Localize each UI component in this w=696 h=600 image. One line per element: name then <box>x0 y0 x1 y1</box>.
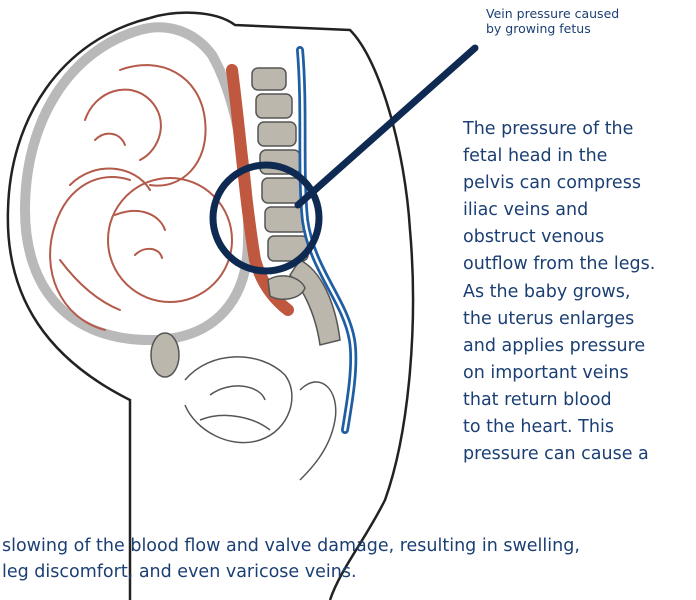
description-line: As the baby grows, <box>463 279 695 306</box>
callout-line: Vein pressure caused <box>486 6 686 21</box>
callout-label: Vein pressure caused by growing fetus <box>486 6 686 36</box>
description-line: slowing of the blood flow and valve dama… <box>2 533 696 559</box>
callout-pointer-line <box>298 48 475 205</box>
description-line: leg discomfort, and even varicose veins. <box>2 559 696 585</box>
description-line: pelvis can compress <box>463 170 695 197</box>
description-line: pressure can cause a <box>463 441 695 468</box>
description-line: to the heart. This <box>463 414 695 441</box>
description-line: the uterus enlarges <box>463 306 695 333</box>
description-line: iliac veins and <box>463 197 695 224</box>
description-line: outflow from the legs. <box>463 251 695 278</box>
description-bottom-text: slowing of the blood flow and valve dama… <box>2 533 696 585</box>
description-line: The pressure of the <box>463 116 695 143</box>
description-line: that return blood <box>463 387 695 414</box>
description-side-text: The pressure of the fetal head in the pe… <box>463 116 695 468</box>
pelvic-organs <box>185 357 336 480</box>
pubic-bone <box>151 333 179 377</box>
description-line: on important veins <box>463 360 695 387</box>
description-line: obstruct venous <box>463 224 695 251</box>
description-line: and applies pressure <box>463 333 695 360</box>
callout-line: by growing fetus <box>486 21 686 36</box>
vein <box>300 50 353 430</box>
description-line: fetal head in the <box>463 143 695 170</box>
